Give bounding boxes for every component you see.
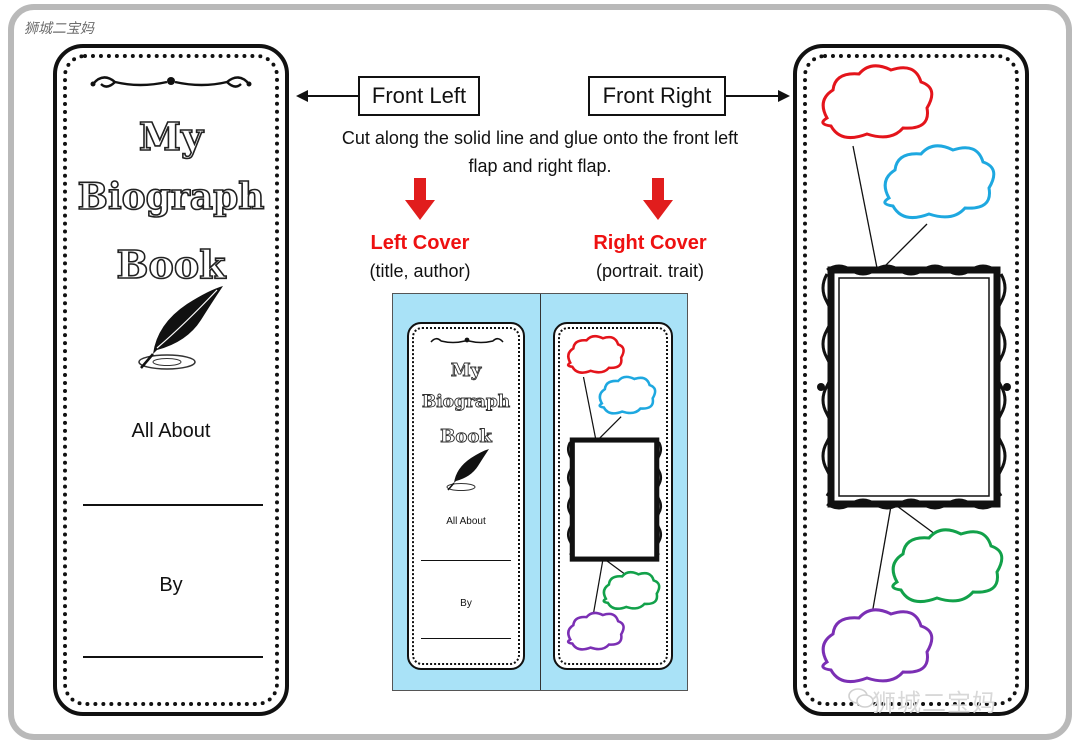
right-cover-title: Right Cover <box>593 232 707 254</box>
watermark-top: 狮城二宝妈 <box>24 21 94 37</box>
book-title-line-2: Biograph <box>77 175 266 219</box>
wechat-icon <box>848 688 874 708</box>
mini-portrait-trait-art <box>566 334 663 651</box>
right-cover-subtitle: (portrait. trait) <box>595 261 705 281</box>
arrow-left-icon <box>296 90 358 102</box>
all-about-label: All About <box>131 420 211 442</box>
quill-icon <box>446 449 489 491</box>
mini-title-line-2: Biograph <box>421 392 511 413</box>
portrait-trait-art <box>817 64 1011 684</box>
dotted-border <box>803 54 1019 706</box>
instruction-text: Cut along the solid line and glue onto t… <box>341 128 739 176</box>
flourish-icon <box>430 337 504 344</box>
quill-icon <box>138 286 223 370</box>
arrow-right-icon <box>726 90 790 102</box>
by-label: By <box>159 574 183 596</box>
mini-title-line-1: My <box>450 360 482 382</box>
arrow-down-icon <box>405 178 435 220</box>
front-left-flap: My Biograph Book All About By <box>53 44 289 716</box>
mini-left-cover: My Biograph Book All About By <box>407 322 525 670</box>
arrow-down-icon <box>643 178 673 220</box>
author-line <box>83 656 263 658</box>
mini-author-line <box>421 638 511 639</box>
cover-preview: My Biograph Book All About By <box>392 293 688 691</box>
mini-right-cover <box>553 322 673 670</box>
book-title-line-1: My <box>138 113 204 160</box>
watermark-bottom: 狮城二宝妈 <box>872 689 997 717</box>
book-title-line-3: Book <box>116 241 227 288</box>
name-line <box>83 504 263 506</box>
front-right-label: Front Right <box>588 76 726 116</box>
speech-bubble-icon <box>821 64 1004 684</box>
front-left-label: Front Left <box>358 76 480 116</box>
picture-frame-icon <box>817 264 1011 510</box>
mini-all-about: All About <box>446 516 486 527</box>
mini-name-line <box>421 560 511 561</box>
flourish-icon <box>90 76 252 88</box>
mini-title-line-3: Book <box>440 426 493 448</box>
mini-by: By <box>460 598 472 609</box>
fold-line <box>540 294 541 690</box>
front-right-flap <box>793 44 1029 716</box>
left-cover-subtitle: (title, author) <box>369 261 471 281</box>
left-cover-title: Left Cover <box>370 232 470 254</box>
dotted-border <box>63 54 279 706</box>
